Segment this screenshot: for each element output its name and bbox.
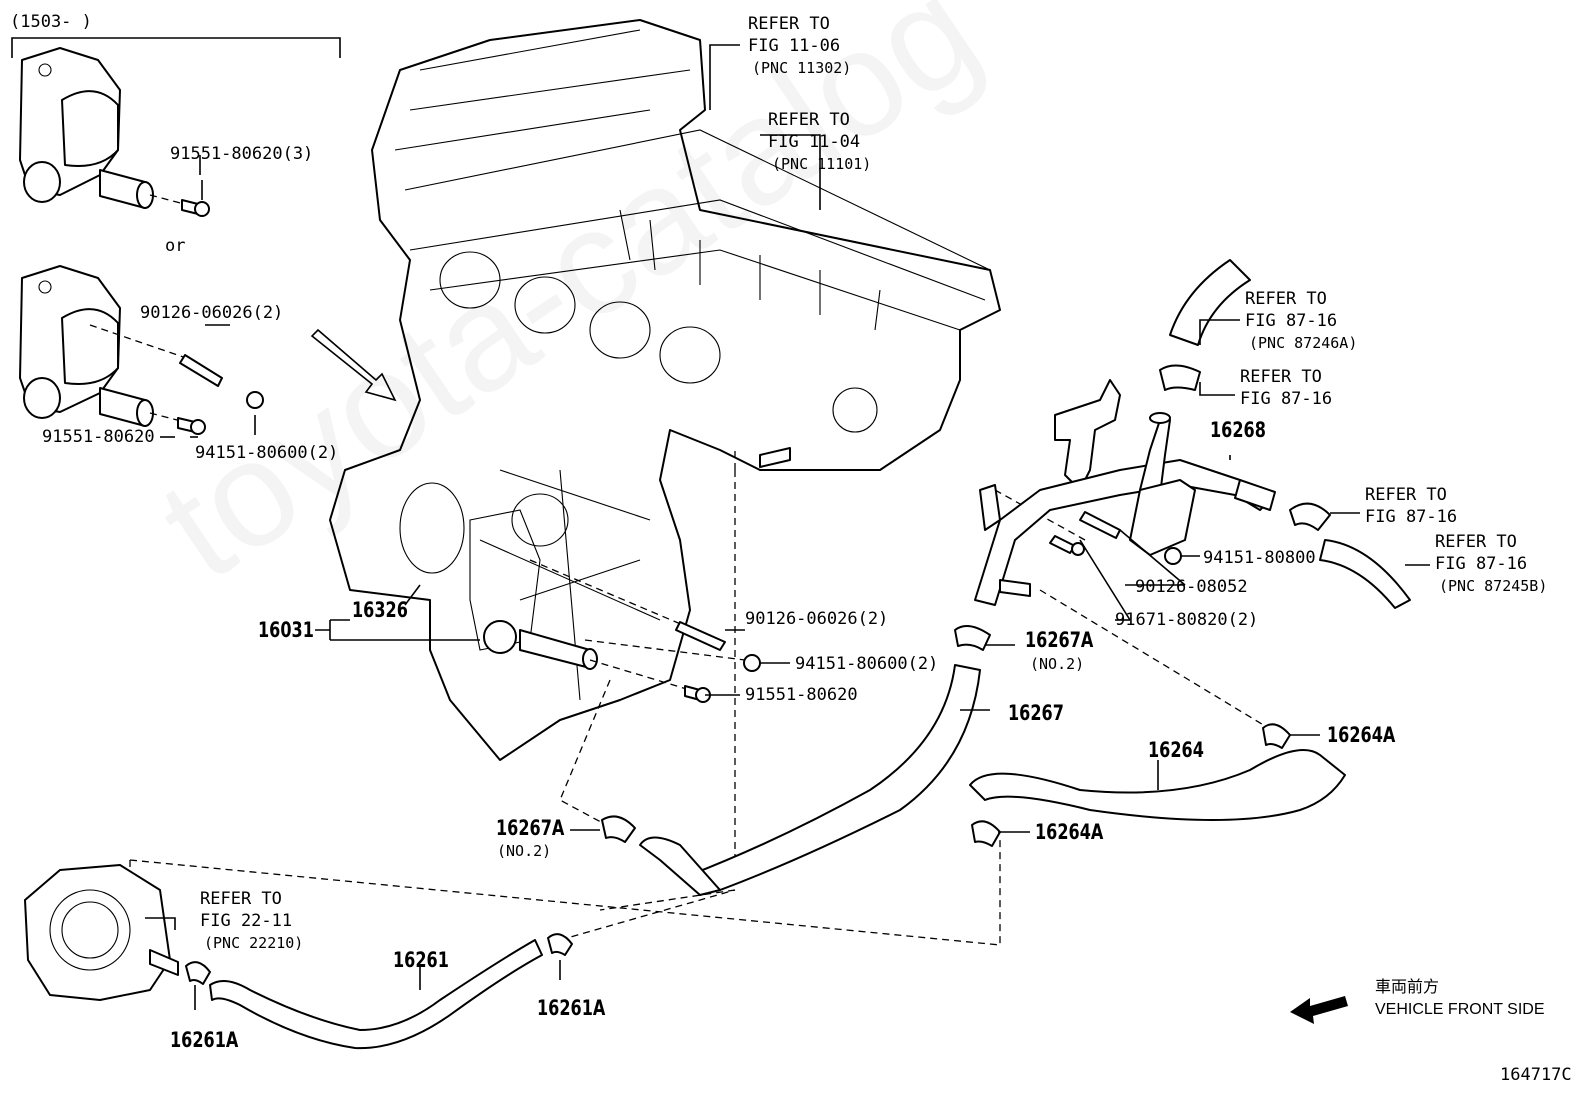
range-bracket: [11, 37, 341, 58]
refer-fig-87-16a-l2: FIG 87-16: [1245, 311, 1338, 331]
part-16264: 16264: [1148, 738, 1204, 762]
part-94151-80800: 94151-80800: [1203, 548, 1316, 568]
part-16031: 16031: [258, 618, 314, 642]
throttle-body: [24, 864, 179, 1001]
part-91551-80620-a: 91551-80620: [42, 427, 155, 447]
part-16261: 16261: [393, 948, 449, 972]
hose-right: [1319, 539, 1411, 609]
part-16264a-lower: 16264A: [1035, 820, 1104, 844]
clamp-16267a-upper: [954, 625, 991, 651]
part-91671-80820-x2: 91671-80820(2): [1115, 610, 1259, 630]
part-90126-06026-x2-a: 90126-06026(2): [140, 303, 284, 323]
clamp-16261a-left: [185, 961, 211, 985]
part-16261a-right: 16261A: [537, 996, 606, 1020]
part-16267a-lower: 16267A: [496, 816, 565, 840]
or-label: or: [165, 236, 186, 256]
refer-fig-87-16b-l1: REFER TO: [1240, 367, 1322, 387]
refer-fig-87-16d-l1: REFER TO: [1435, 532, 1517, 552]
refer-fig-11-04-l1: REFER TO: [768, 110, 850, 130]
front-direction-arrow: [1290, 996, 1348, 1024]
clamp-upper-right: [1159, 364, 1201, 391]
refer-fig-22-11-l2: FIG 22-11: [200, 911, 293, 931]
hose-16264: [969, 749, 1346, 821]
part-16267: 16267: [1008, 701, 1064, 725]
part-16267a-upper: 16267A: [1025, 628, 1094, 652]
hose-16261: [209, 939, 543, 1050]
refer-fig-11-06-l3: (PNC 11302): [752, 59, 852, 77]
refer-fig-11-06-l1: REFER TO: [748, 14, 830, 34]
clamp-16261a-right: [547, 933, 573, 956]
part-94151-80600-x2-b: 94151-80600(2): [795, 654, 939, 674]
part-16326: 16326: [352, 598, 408, 622]
pointer-arrow: [310, 328, 397, 402]
no2-label-lower: (NO.2): [497, 842, 552, 860]
clamp-16267a-lower: [601, 815, 636, 843]
figure-number: 164717C: [1500, 1065, 1572, 1085]
clamp-right: [1289, 502, 1331, 531]
vehicle-front-jp: 車両前方: [1375, 979, 1440, 996]
refer-fig-87-16a-l1: REFER TO: [1245, 289, 1327, 309]
refer-fig-11-04-l2: FIG 11-04: [768, 132, 861, 152]
water-bypass-pipe: [974, 379, 1276, 606]
part-91551-80620-b: 91551-80620: [745, 685, 858, 705]
engine-block: [329, 19, 1001, 761]
refer-fig-22-11-l3: (PNC 22210): [204, 934, 304, 952]
part-90126-06026-x2-b: 90126-06026(2): [745, 609, 889, 629]
refer-fig-87-16d-l2: FIG 87-16: [1435, 554, 1528, 574]
refer-fig-11-04-l3: (PNC 11101): [772, 155, 872, 173]
refer-fig-87-16b-l2: FIG 87-16: [1240, 389, 1333, 409]
refer-fig-87-16c-l1: REFER TO: [1365, 485, 1447, 505]
clamp-16264a-upper: [1262, 723, 1291, 749]
water-outlet-housing-a: [19, 47, 154, 209]
refer-fig-11-06-l2: FIG 11-06: [748, 36, 841, 56]
water-outlet-housing-b: [19, 265, 154, 427]
part-16261a-left: 16261A: [170, 1028, 239, 1052]
refer-fig-22-11-l1: REFER TO: [200, 889, 282, 909]
refer-fig-87-16c-l2: FIG 87-16: [1365, 507, 1458, 527]
part-91551-80620-x3: 91551-80620(3): [170, 144, 314, 164]
hose-upper-right: [1169, 259, 1251, 346]
refer-fig-87-16d-l3: (PNC 87245B): [1439, 577, 1548, 595]
vehicle-front-en: VEHICLE FRONT SIDE: [1375, 1001, 1545, 1018]
no2-label-upper: (NO.2): [1030, 655, 1085, 673]
part-90126-08052: 90126-08052: [1135, 577, 1248, 597]
part-16268: 16268: [1210, 418, 1266, 442]
refer-fig-87-16a-l3: (PNC 87246A): [1249, 334, 1358, 352]
part-94151-80600-x2-a: 94151-80600(2): [195, 443, 339, 463]
part-16264a-upper: 16264A: [1327, 723, 1396, 747]
range-label: (1503- ): [10, 12, 92, 32]
clamp-16264a-lower: [971, 820, 1001, 847]
